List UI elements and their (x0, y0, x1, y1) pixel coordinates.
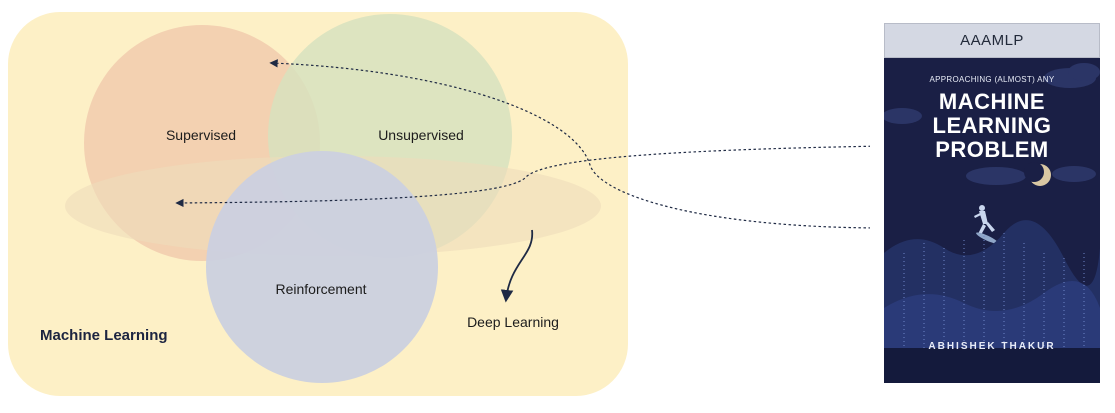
book-subtitle: APPROACHING (ALMOST) ANY (929, 75, 1055, 84)
book-cover: AAAMLP (884, 23, 1100, 383)
book-author: ABHISHEK THAKUR (928, 341, 1056, 352)
cloud-icon (884, 63, 1100, 185)
book-title-line-2: LEARNING (932, 113, 1052, 138)
book-title-line-3: PROBLEM (935, 137, 1049, 162)
dot-rain (903, 233, 1085, 348)
book-header-label: AAAMLP (884, 23, 1100, 58)
wave-pattern (884, 220, 1100, 358)
connector-to-supervised (269, 59, 870, 229)
book-title-line-1: MACHINE (938, 89, 1046, 114)
ml-venn-diagram: Supervised Unsupervised Reinforcement De… (8, 12, 870, 396)
machine-learning-label: Machine Learning (40, 327, 168, 344)
supervised-label: Supervised (166, 127, 236, 143)
surfer-icon (974, 205, 998, 244)
book-cover-art (884, 58, 1100, 383)
reinforcement-circle (206, 151, 438, 383)
deep-learning-arrow (500, 229, 534, 303)
unsupervised-label: Unsupervised (378, 127, 464, 143)
deep-learning-label: Deep Learning (467, 314, 559, 330)
reinforcement-label: Reinforcement (275, 281, 366, 297)
